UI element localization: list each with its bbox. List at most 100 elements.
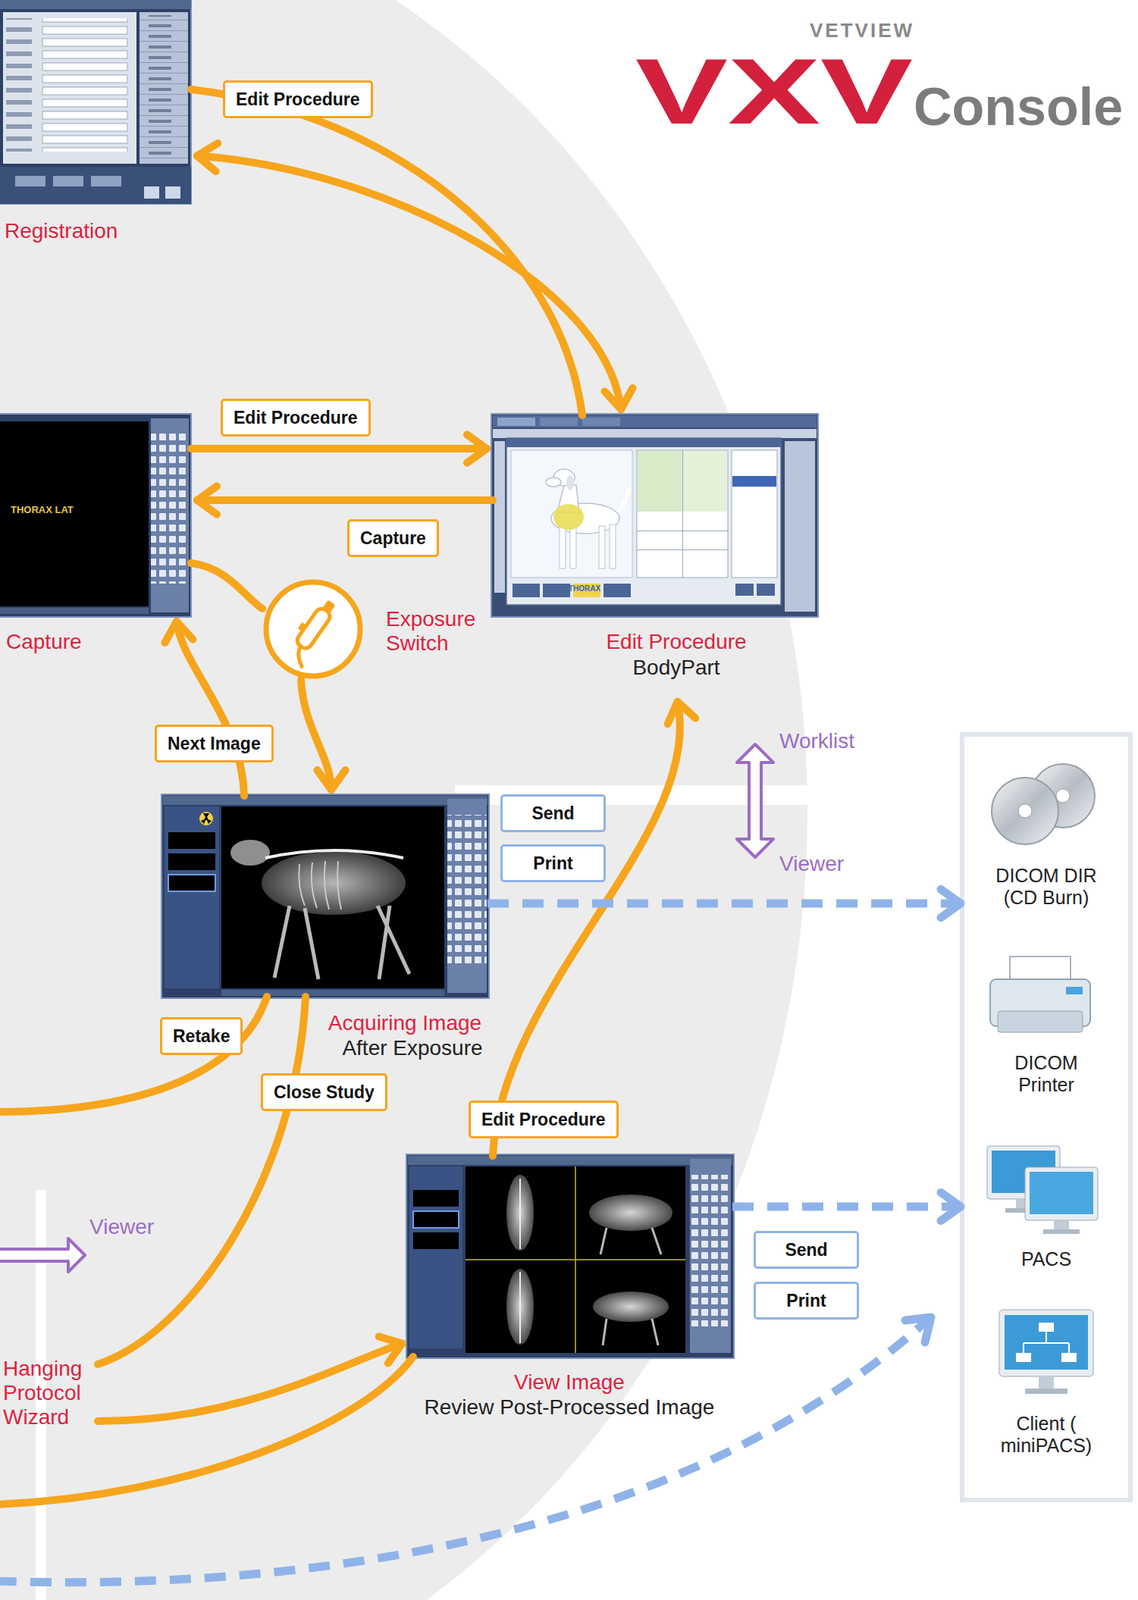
connector-line [487, 899, 961, 909]
flow-connector [97, 996, 306, 1365]
registration-screenshot [0, 0, 192, 204]
edit-procedure-screenshot [617, 488, 630, 513]
acquiring-screenshot [230, 840, 270, 866]
acquiring-screenshot [164, 806, 220, 989]
acquiring-screenshot [199, 811, 214, 826]
pacs-icon [1029, 1172, 1094, 1215]
exposure-switch-icon [322, 599, 336, 614]
edit-procedure-screenshot [784, 441, 816, 612]
capture-screenshot [0, 608, 149, 615]
client-icon [1015, 1353, 1032, 1363]
flow-curve [191, 89, 583, 416]
dashed-flow [0, 1317, 932, 1584]
screen-node: Acquiring ImageAfter Exposure [163, 796, 488, 997]
edit-procedure-screenshot [553, 504, 584, 530]
device-node: Client ( miniPACS) [966, 1300, 1126, 1475]
pacs-icon [1053, 1220, 1070, 1232]
edit-procedure-screenshot [492, 415, 817, 428]
screen-node: Registration [0, 0, 192, 204]
logo-text: Console [913, 80, 1123, 134]
connector-line [191, 445, 487, 453]
client-icon [1038, 1322, 1054, 1333]
edit-procedure-screenshot [682, 451, 728, 512]
exposure-switch-icon [266, 582, 361, 677]
device-node: PACS [966, 1137, 1126, 1286]
edit-procedure-screenshot [598, 526, 606, 569]
switch-caption: Exposure Switch [385, 607, 493, 656]
printer-icon [1065, 987, 1083, 995]
acquiring-screenshot [200, 813, 212, 825]
client-icon [999, 1310, 1094, 1377]
registration-screenshot [90, 175, 122, 187]
action-button: Send [753, 1231, 859, 1270]
connector-line [492, 702, 681, 1157]
action-button: Retake [159, 1017, 243, 1056]
acquiring-screenshot [161, 794, 490, 999]
edit-procedure-screenshot [506, 438, 781, 606]
view-image-screenshot [602, 1319, 659, 1346]
connector-line [197, 156, 621, 410]
edge-label: Next Image [154, 724, 274, 763]
view-image-screenshot [406, 1154, 734, 1359]
registration-screenshot [0, 0, 192, 10]
cd-icon [991, 764, 1095, 845]
cd-icon [1018, 804, 1032, 819]
connector-line [97, 996, 306, 1365]
edge-label: Capture [347, 519, 439, 558]
screen-caption: Acquiring Image [253, 1011, 557, 1036]
device-panel [962, 734, 1131, 1501]
edit-procedure-screenshot [511, 450, 633, 578]
screen-subcaption: BodyPart [524, 655, 828, 681]
device-label: DICOM DIR (CD Burn) [989, 865, 1104, 910]
background-disc [0, 0, 850, 1600]
screen-subcaption: After Exposure [260, 1036, 565, 1061]
acquiring-screenshot [161, 794, 490, 999]
flow-connector [97, 1336, 402, 1422]
view-image-screenshot [409, 1166, 463, 1349]
pacs-icon [1025, 1167, 1098, 1221]
screen-caption: Edit Procedure [524, 630, 828, 655]
acquiring-screenshot [221, 990, 445, 997]
device-node: DICOM Printer [966, 947, 1126, 1111]
logo-mark: VXV [635, 45, 913, 138]
printer-icon [997, 1011, 1083, 1033]
registration-screenshot [139, 12, 189, 164]
arrowhead [467, 434, 487, 463]
view-image-screenshot [506, 1175, 534, 1251]
connector-line [97, 1344, 402, 1422]
view-image-screenshot [407, 1156, 733, 1166]
edit-procedure-screenshot [756, 583, 775, 596]
dashed-flow [905, 1317, 932, 1343]
connector-line [732, 1203, 961, 1212]
purple-arrow [736, 744, 774, 858]
edit-procedure-screenshot [559, 526, 566, 569]
arrowhead [379, 1336, 403, 1364]
edit-procedure-screenshot [682, 450, 684, 578]
acquiring-screenshot [447, 799, 487, 994]
edit-procedure-screenshot [545, 477, 562, 487]
link-label: Worklist [779, 729, 855, 754]
edge-label: Edit Procedure [468, 1100, 619, 1139]
acquiring-screenshot [265, 850, 404, 859]
capture-screenshot [150, 432, 189, 584]
registration-screenshot [53, 175, 84, 187]
flow-curve [0, 996, 267, 1113]
edit-procedure-screenshot [566, 475, 574, 491]
edit-procedure-screenshot [609, 524, 616, 569]
registration-screenshot [15, 175, 46, 187]
edge-label: Edit Procedure [222, 80, 374, 119]
client-icon [1038, 1376, 1054, 1389]
screen-node: THORAXEdit ProcedureBodyPart [492, 415, 817, 696]
wizard-caption: Hanging Protocol Wizard [3, 1357, 98, 1431]
connector-line [191, 563, 263, 609]
device-label: PACS [989, 1248, 1104, 1271]
edge-label: Close Study [260, 1073, 388, 1112]
view-image-screenshot [413, 1211, 459, 1229]
flow-connector [191, 434, 487, 463]
capture-screenshot [0, 413, 192, 618]
arrowhead [197, 485, 217, 515]
device-label: Client ( miniPACS) [989, 1413, 1104, 1458]
exposure-switch-icon [266, 582, 361, 677]
capture-screenshot [150, 418, 189, 613]
pacs-icon [1043, 1229, 1080, 1235]
